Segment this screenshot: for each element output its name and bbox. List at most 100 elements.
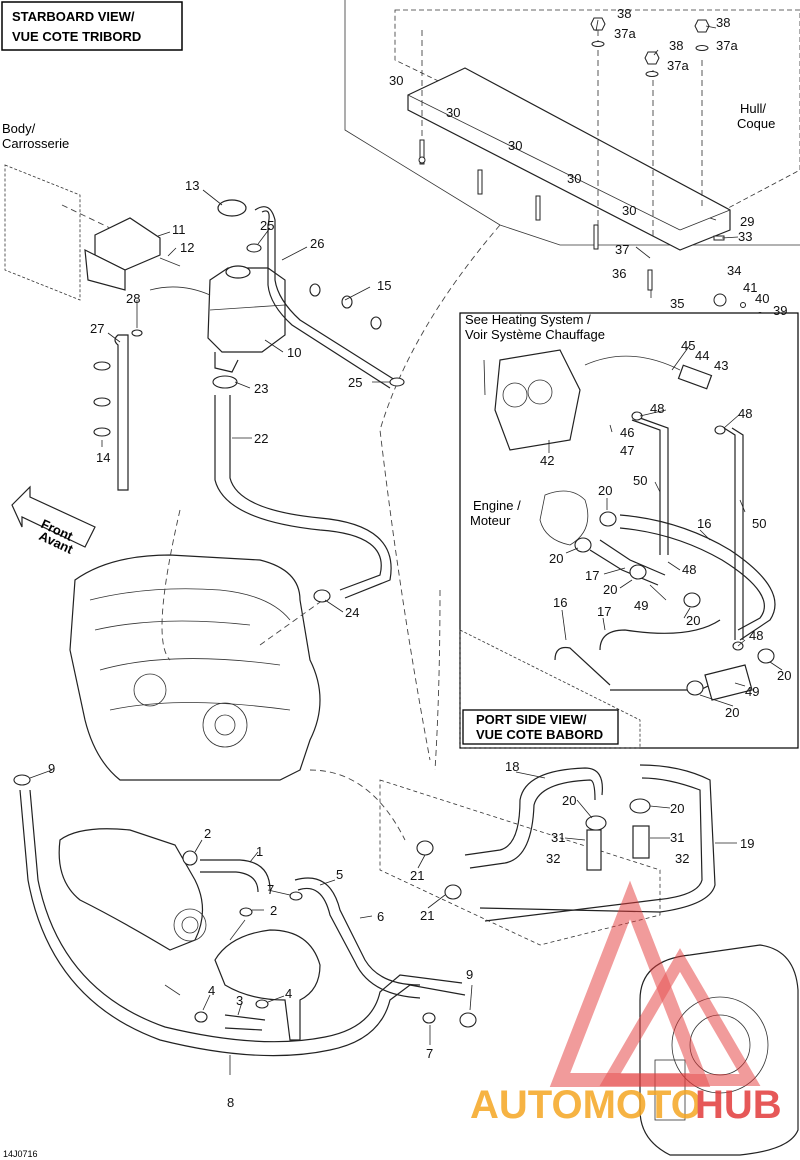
callout-17: 17	[585, 568, 599, 583]
callout-16: 16	[553, 595, 567, 610]
notes: Body/ Carrosserie Hull/ Coque See Heatin…	[2, 101, 775, 1159]
body-label: Body/	[2, 121, 36, 136]
callout-10: 10	[287, 345, 301, 360]
callout-4: 4	[208, 983, 215, 998]
callout-23: 23	[254, 381, 268, 396]
callout-49: 49	[745, 684, 759, 699]
starboard-title-line2: VUE COTE TRIBORD	[12, 29, 141, 44]
callouts: 38 37a 38 37a 38 37a 30 30 30 30 30 29 3…	[48, 6, 791, 1110]
callout-33: 33	[738, 229, 752, 244]
callout-32: 32	[546, 851, 560, 866]
callout-17: 17	[597, 604, 611, 619]
chauffage-label: Voir Système Chauffage	[465, 327, 605, 342]
callout-37a: 37a	[716, 38, 738, 53]
coolant-tank	[149, 199, 286, 373]
callout-5: 5	[336, 867, 343, 882]
engine-label: Engine /	[473, 498, 521, 513]
callout-4: 4	[285, 986, 292, 1001]
callout-40: 40	[755, 291, 769, 306]
moteur-label: Moteur	[470, 513, 511, 528]
callout-38: 38	[617, 6, 631, 21]
callout-6: 6	[377, 909, 384, 924]
callout-20: 20	[777, 668, 791, 683]
callout-7: 7	[267, 882, 274, 897]
callout-42: 42	[540, 453, 554, 468]
callout-20: 20	[598, 483, 612, 498]
callout-29: 29	[740, 214, 754, 229]
callout-34: 34	[727, 263, 741, 278]
engine	[69, 509, 331, 781]
callout-8: 8	[227, 1095, 234, 1110]
callout-50: 50	[752, 516, 766, 531]
callout-25: 25	[348, 375, 362, 390]
callout-43: 43	[714, 358, 728, 373]
callout-20: 20	[549, 551, 563, 566]
callout-38: 38	[669, 38, 683, 53]
lower-starboard-hoses	[309, 224, 716, 946]
callout-16: 16	[697, 516, 711, 531]
callout-19: 19	[740, 836, 754, 851]
callout-31: 31	[670, 830, 684, 845]
callout-21: 21	[410, 868, 424, 883]
callout-48: 48	[749, 628, 763, 643]
leader-lines	[29, 19, 783, 1075]
callout-9: 9	[48, 761, 55, 776]
watermark-part1: AUTOMOTO	[470, 1083, 702, 1127]
automotohub-watermark: AUTOMOTO HUB	[470, 880, 782, 1127]
callout-20: 20	[670, 801, 684, 816]
callout-30: 30	[567, 171, 581, 186]
callout-49: 49	[634, 598, 648, 613]
starboard-title-line1: STARBOARD VIEW/	[12, 9, 135, 24]
callout-2: 2	[204, 826, 211, 841]
hoses-starboard	[114, 206, 396, 599]
callout-7: 7	[426, 1046, 433, 1061]
front-arrow: Front Avant	[11, 485, 96, 557]
callout-2: 2	[270, 903, 277, 918]
callout-37a: 37a	[667, 58, 689, 73]
callout-12: 12	[180, 240, 194, 255]
starboard-view-title: STARBOARD VIEW/ VUE COTE TRIBORD	[1, 1, 183, 51]
callout-36: 36	[612, 266, 626, 281]
callout-11: 11	[172, 222, 186, 237]
callout-20: 20	[603, 582, 617, 597]
callout-30: 30	[508, 138, 522, 153]
watermark-part2: HUB	[695, 1083, 782, 1127]
callout-26: 26	[310, 236, 324, 251]
hull-inset	[344, 0, 800, 318]
heating-system-label: See Heating System /	[465, 312, 591, 327]
callout-37a: 37a	[614, 26, 636, 41]
callout-21: 21	[420, 908, 434, 923]
callout-38: 38	[716, 15, 730, 30]
callout-30: 30	[446, 105, 460, 120]
callout-20: 20	[686, 613, 700, 628]
callout-46: 46	[620, 425, 634, 440]
callout-1: 1	[256, 844, 263, 859]
exhaust-manifold	[19, 789, 466, 1057]
callout-35: 35	[670, 296, 684, 311]
callout-28: 28	[126, 291, 140, 306]
callout-20: 20	[562, 793, 576, 808]
callout-44: 44	[695, 348, 709, 363]
hose-clamps	[13, 243, 775, 1028]
callout-48: 48	[650, 401, 664, 416]
coque-label: Coque	[737, 116, 775, 131]
port-title-line2: VUE COTE BABORD	[476, 727, 603, 742]
hull-label: Hull/	[740, 101, 766, 116]
port-title-line1: PORT SIDE VIEW/	[476, 712, 587, 727]
callout-14: 14	[96, 450, 110, 465]
callout-32: 32	[675, 851, 689, 866]
callout-39: 39	[773, 303, 787, 318]
body-bracket	[4, 164, 181, 301]
callout-20: 20	[725, 705, 739, 720]
reference-code: 14J0716	[3, 1149, 38, 1159]
carrosserie-label: Carrosserie	[2, 136, 69, 151]
callout-50: 50	[633, 473, 647, 488]
callout-41: 41	[743, 280, 757, 295]
callout-30: 30	[622, 203, 636, 218]
callout-37: 37	[615, 242, 629, 257]
port-side-inset: PORT SIDE VIEW/ VUE COTE BABORD	[459, 312, 799, 749]
callout-24: 24	[345, 605, 359, 620]
callout-13: 13	[185, 178, 199, 193]
callout-30: 30	[389, 73, 403, 88]
